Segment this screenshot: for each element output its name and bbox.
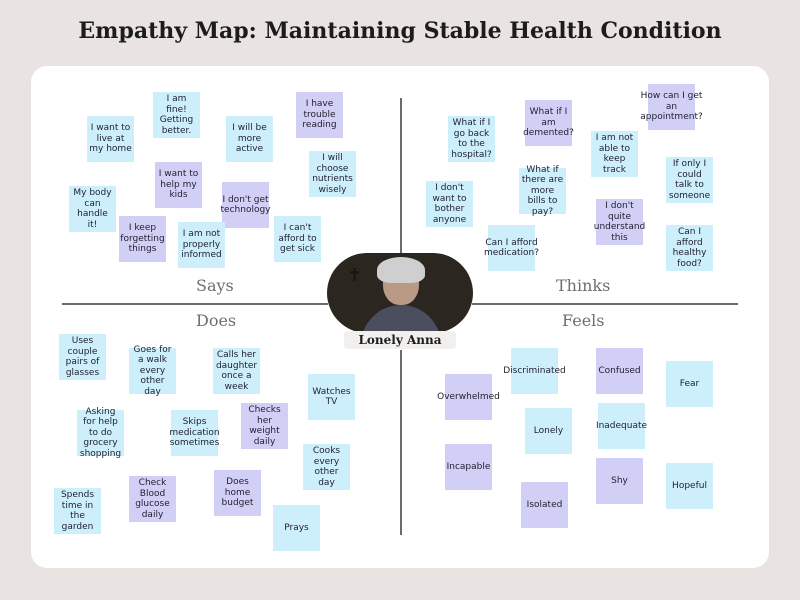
quadrant-label-does: Does [196, 311, 237, 330]
persona-shoulders [361, 305, 441, 333]
sticky-note[interactable]: Prays [273, 505, 320, 551]
page-title: Empathy Map: Maintaining Stable Health C… [78, 18, 722, 44]
sticky-note[interactable]: How can I get an appointment? [640, 84, 703, 130]
sticky-note[interactable]: What if I go back to the hospital? [448, 116, 495, 162]
sticky-note[interactable]: Fear [666, 361, 713, 407]
sticky-note[interactable]: I will choose nutrients wisely [309, 151, 356, 197]
sticky-note[interactable]: I don't want to bother anyone [426, 181, 473, 227]
sticky-note[interactable]: Can I afford healthy food? [666, 225, 713, 271]
sticky-note[interactable]: My body can handle it! [69, 186, 116, 232]
sticky-note[interactable]: I can't afford to get sick [274, 216, 321, 262]
sticky-note[interactable]: Confused [596, 348, 643, 394]
sticky-note[interactable]: Incapable [445, 444, 492, 490]
sticky-note[interactable]: Shy [596, 458, 643, 504]
sticky-note[interactable]: Asking for help to do grocery shopping [77, 407, 124, 459]
sticky-note[interactable]: Isolated [521, 482, 568, 528]
sticky-note[interactable]: Cooks every other day [303, 444, 350, 490]
vertical-divider [400, 350, 402, 535]
horizontal-divider [62, 303, 328, 305]
vertical-divider [400, 98, 402, 255]
sticky-note[interactable]: I want to help my kids [155, 162, 202, 208]
sticky-note[interactable]: I don't get technology [221, 182, 271, 228]
sticky-note[interactable]: I will be more active [226, 116, 273, 162]
sticky-note[interactable]: What if there are more bills to pay? [519, 165, 566, 217]
persona-name: Lonely Anna [344, 331, 456, 349]
sticky-note[interactable]: I don't quite understand this [594, 199, 645, 245]
sticky-note[interactable]: Does home budget [214, 470, 261, 516]
sticky-note[interactable]: Skips medication sometimes [169, 410, 220, 456]
sticky-note[interactable]: I am not properly informed [178, 222, 225, 268]
horizontal-divider [472, 303, 738, 305]
sticky-note[interactable]: What if I am demented? [523, 100, 574, 146]
quadrant-label-says: Says [196, 276, 234, 295]
sticky-note[interactable]: I am not able to keep track [591, 131, 638, 177]
sticky-note[interactable]: Inadequate [596, 403, 647, 449]
sticky-note[interactable]: I keep forgetting things [119, 216, 166, 262]
sticky-note[interactable]: Can I afford medication? [484, 225, 539, 271]
quadrant-label-feels: Feels [562, 311, 605, 330]
sticky-note[interactable]: I have trouble reading [296, 92, 343, 138]
sticky-note[interactable]: Hopeful [666, 463, 713, 509]
persona-photo: ✝ [327, 253, 473, 333]
sticky-note[interactable]: Lonely [525, 408, 572, 454]
cross-icon: ✝ [347, 265, 363, 286]
sticky-note[interactable]: Uses couple pairs of glasses [59, 334, 106, 380]
sticky-note[interactable]: Check Blood glucose daily [129, 476, 176, 522]
quadrant-label-thinks: Thinks [556, 276, 611, 295]
sticky-note[interactable]: Discriminated [503, 348, 566, 394]
sticky-note[interactable]: If only I could talk to someone [666, 157, 713, 203]
sticky-note[interactable]: I want to live at my home [87, 116, 134, 162]
persona-hair [377, 257, 425, 283]
sticky-note[interactable]: Checks her weight daily [241, 403, 288, 449]
sticky-note[interactable]: Watches TV [308, 374, 355, 420]
sticky-note[interactable]: Calls her daughter once a week [213, 348, 260, 394]
sticky-note[interactable]: Spends time in the garden [54, 488, 101, 534]
sticky-note[interactable]: Overwhelmed [437, 374, 500, 420]
sticky-note[interactable]: Goes for a walk every other day [129, 345, 176, 397]
sticky-note[interactable]: I am fine! Getting better. [153, 92, 200, 138]
